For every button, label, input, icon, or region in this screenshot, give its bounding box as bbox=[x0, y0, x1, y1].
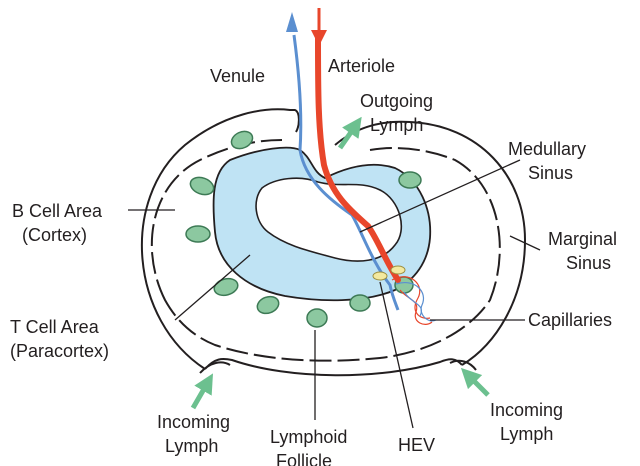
follicle bbox=[255, 294, 281, 317]
capillaries-tangle bbox=[392, 277, 436, 325]
hev-mark bbox=[391, 266, 405, 274]
capillaries-label: Capillaries bbox=[528, 310, 612, 330]
follicle bbox=[307, 309, 327, 327]
venule-arrow-icon bbox=[286, 12, 298, 32]
arteriole-label: Arteriole bbox=[328, 56, 395, 76]
medullary-sinus-label: Medullary Sinus bbox=[508, 139, 591, 183]
outgoing-lymph-arrow-icon bbox=[340, 125, 356, 148]
incoming-lymph-arrow-right-icon bbox=[468, 375, 488, 395]
marginal-sinus-label: Marginal Sinus bbox=[548, 229, 622, 273]
afferent-vessel-left bbox=[200, 362, 230, 373]
follicle bbox=[186, 226, 210, 242]
incoming-lymph-arrow-left-icon bbox=[193, 382, 208, 408]
hev-label: HEV bbox=[398, 435, 435, 455]
t-cell-area-label: T Cell Area (Paracortex) bbox=[10, 317, 109, 361]
follicle bbox=[188, 174, 216, 197]
arteriole-arrow-icon bbox=[311, 30, 327, 46]
follicle bbox=[212, 276, 239, 298]
outgoing-lymph-label: Outgoing Lymph bbox=[360, 91, 438, 135]
lymphoid-follicle-label: Lymphoid Follicle bbox=[270, 427, 352, 466]
capsule-bottom bbox=[205, 359, 462, 375]
follicle bbox=[229, 128, 256, 152]
follicle bbox=[399, 172, 421, 188]
b-cell-area-label: B Cell Area (Cortex) bbox=[12, 201, 107, 245]
follicle bbox=[350, 295, 370, 311]
hev-mark bbox=[373, 272, 387, 280]
venule-label: Venule bbox=[210, 66, 265, 86]
incoming-lymph-right-label: Incoming Lymph bbox=[490, 400, 568, 444]
incoming-lymph-left-label: Incoming Lymph bbox=[157, 412, 235, 456]
